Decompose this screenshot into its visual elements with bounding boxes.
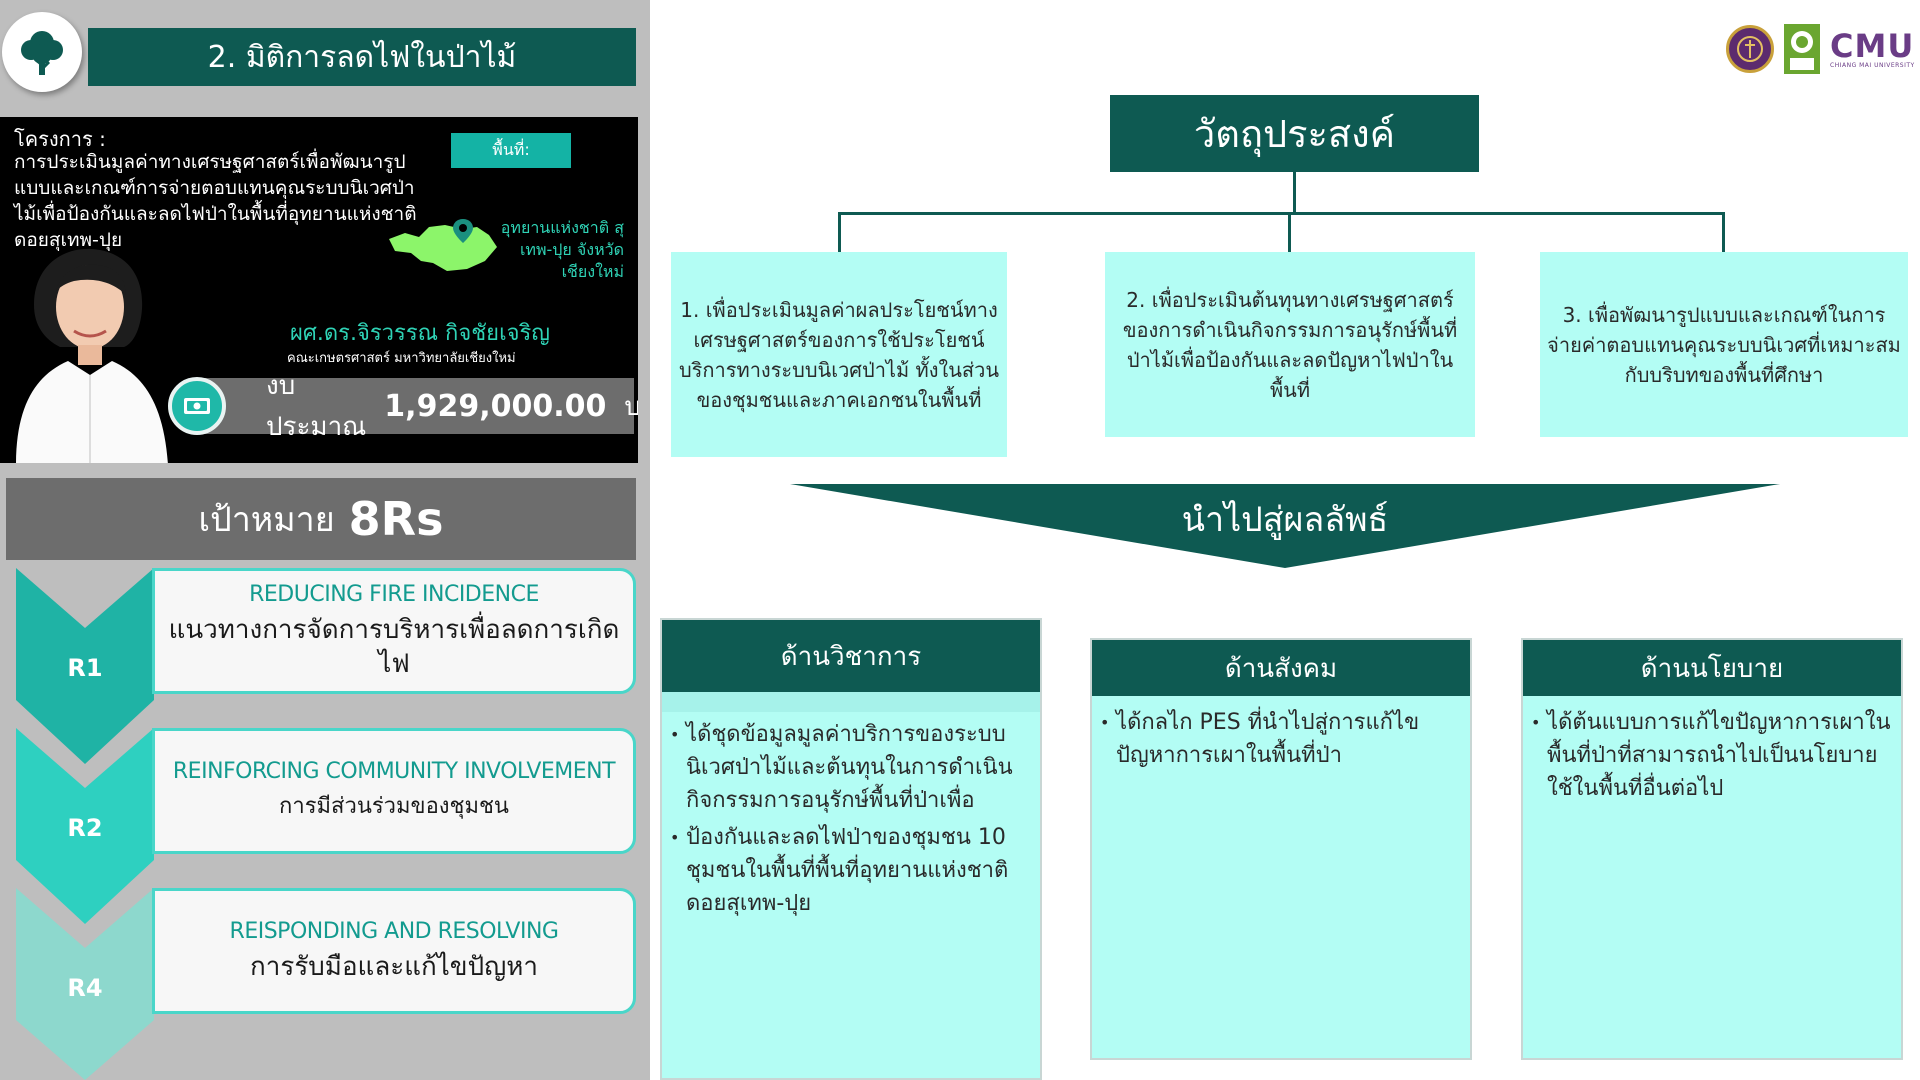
- project-card: โครงการ : การประเมินมูลค่าทางเศรษฐศาสตร์…: [0, 117, 638, 463]
- outcome-title: ด้านนโยบาย: [1523, 640, 1901, 696]
- tree-logo: [2, 12, 82, 92]
- map-icon: [389, 219, 497, 271]
- objective-item: 2. เพื่อประเมินต้นทุนทางเศรษฐศาสตร์ของกา…: [1105, 252, 1475, 437]
- researcher-name: ผศ.ดร.จิรวรรณ กิจชัยเจริญ: [290, 321, 551, 346]
- seal-icon: [1737, 36, 1763, 62]
- connector-line: [1293, 172, 1296, 212]
- nrct-icon: [1790, 31, 1814, 70]
- chevron-r1: R1: [16, 568, 154, 764]
- budget-label: งบประมาณ: [266, 371, 367, 442]
- outcome-column-social: ด้านสังคม ได้กลไก PES ที่นำไปสู่การแก้ไข…: [1090, 638, 1472, 1060]
- left-panel: 2. มิติการลดไฟในป่าไม้ โครงการ : การประเ…: [0, 0, 650, 1080]
- cmu-logo: CMU CHIANG MAI UNIVERSITY: [1830, 30, 1915, 69]
- r4-thai: การรับมือและแก้ไขปัญหา: [250, 951, 538, 982]
- project-name: การประเมินมูลค่าทางเศรษฐศาสตร์เพื่อพัฒนา…: [14, 151, 417, 251]
- outcome-bullet: ป้องกันและลดไฟป่าของชุมชน 10 ชุมชนในพื้น…: [670, 821, 1030, 920]
- r2-card: REINFORCING COMMUNITY INVOLVEMENT การมีส…: [152, 728, 636, 854]
- r2-thai: การมีส่วนร่วมของชุมชน: [279, 793, 509, 819]
- connector-line: [838, 212, 1725, 215]
- down-arrow-shape: [790, 484, 1780, 568]
- connector-line: [1722, 212, 1725, 252]
- objective-title: วัตถุประสงค์: [1110, 95, 1479, 172]
- project-label: โครงการ :: [14, 127, 106, 151]
- r4-english: REISPONDING AND RESOLVING: [229, 918, 559, 944]
- outcome-column-policy: ด้านนโยบาย ได้ต้นแบบการแก้ไขปัญหาการเผาใ…: [1521, 638, 1903, 1060]
- r4-card: REISPONDING AND RESOLVING การรับมือและแก…: [152, 888, 636, 1014]
- chevron-r4-shape: [16, 888, 154, 1080]
- chevron-r1-shape: [16, 568, 154, 764]
- money-badge: [168, 377, 226, 435]
- goal-rs: 8Rs: [348, 492, 444, 546]
- outcome-column-academic: ด้านวิชาการ ได้ชุดข้อมูลมูลค่าบริการของร…: [660, 618, 1042, 1080]
- cmu-wordmark: CMU: [1830, 26, 1915, 65]
- r-code: R1: [67, 654, 103, 682]
- outcome-arrow: นำไปสู่ผลลัพธ์: [790, 484, 1780, 568]
- connector-line: [838, 212, 841, 252]
- cmu-subtitle: CHIANG MAI UNIVERSITY: [1830, 61, 1915, 69]
- outcome-bullet: ได้ชุดข้อมูลมูลค่าบริการของระบบนิเวศป่าไ…: [670, 718, 1030, 817]
- goal-header: เป้าหมาย 8Rs: [6, 478, 636, 560]
- outcome-list: ได้ต้นแบบการแก้ไขปัญหาการเผาในพื้นที่ป่า…: [1523, 696, 1901, 805]
- logos: CMU CHIANG MAI UNIVERSITY: [1726, 24, 1915, 74]
- money-icon: [184, 398, 210, 414]
- objective-item: 1. เพื่อประเมินมูลค่าผลประโยชน์ทางเศรษฐศ…: [671, 252, 1007, 457]
- outcome-title: ด้านสังคม: [1092, 640, 1470, 696]
- area-tag: พื้นที่:: [451, 133, 571, 168]
- r1-english: REDUCING FIRE INCIDENCE: [249, 581, 539, 607]
- outcome-list: ได้กลไก PES ที่นำไปสู่การแก้ไขปัญหาการเผ…: [1092, 696, 1470, 772]
- outcome-bullet: ได้ต้นแบบการแก้ไขปัญหาการเผาในพื้นที่ป่า…: [1531, 706, 1891, 805]
- outcome-title: ด้านวิชาการ: [662, 620, 1040, 692]
- chevron-r4: R4: [16, 888, 154, 1080]
- nrct-logo: [1784, 24, 1820, 74]
- connector-line: [1288, 212, 1291, 252]
- outcome-bullet: ได้กลไก PES ที่นำไปสู่การแก้ไขปัญหาการเผ…: [1100, 706, 1460, 772]
- researcher-photo: [16, 248, 168, 463]
- r-code: R2: [67, 814, 103, 842]
- outcome-label: นำไปสู่ผลลัพธ์: [1181, 500, 1389, 540]
- objective-item: 3. เพื่อพัฒนารูปแบบและเกณฑ์ในการจ่ายค่าต…: [1540, 252, 1908, 437]
- budget-value: 1,929,000.00: [384, 388, 607, 424]
- section-title: 2. มิติการลดไฟในป่าไม้: [88, 28, 636, 86]
- goal-label: เป้าหมาย: [198, 500, 335, 540]
- researcher-faculty: คณะเกษตรศาสตร์ มหาวิทยาลัยเชียงใหม่: [287, 351, 516, 366]
- outcome-strip: [662, 692, 1040, 712]
- chevron-r2-shape: [16, 728, 154, 924]
- university-seal-logo: [1726, 25, 1774, 73]
- r1-card: REDUCING FIRE INCIDENCE แนวทางการจัดการบ…: [152, 568, 636, 694]
- outcome-list: ได้ชุดข้อมูลมูลค่าบริการของระบบนิเวศป่าไ…: [662, 712, 1040, 920]
- chevron-r2: R2: [16, 728, 154, 924]
- r1-thai: แนวทางการจัดการบริหารเพื่อลดการเกิดไฟ: [168, 614, 620, 679]
- budget-bar: งบประมาณ 1,929,000.00 บาท: [190, 371, 638, 442]
- budget-unit: บาท: [624, 391, 638, 422]
- r-code: R4: [67, 974, 103, 1002]
- tree-icon: [21, 31, 63, 75]
- area-name: อุทยานแห่งชาติ สุเทพ-ปุย จังหวัดเชียงใหม…: [500, 218, 624, 281]
- r2-english: REINFORCING COMMUNITY INVOLVEMENT: [172, 758, 616, 784]
